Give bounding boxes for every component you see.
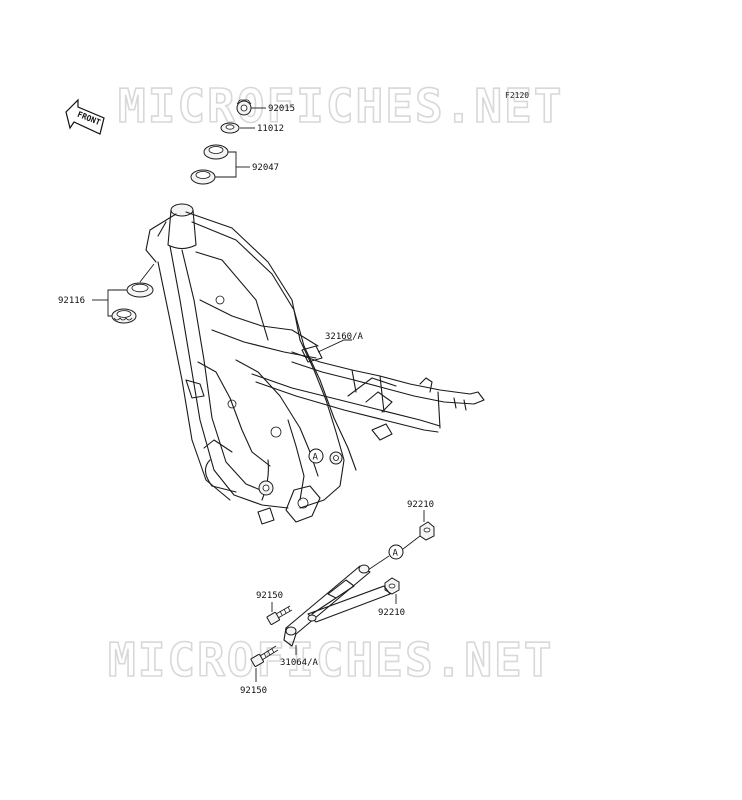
part-label-92116[interactable]: 92116 bbox=[58, 296, 85, 306]
figure-code: F2120 bbox=[505, 91, 529, 100]
bolt-92150-bottom-icon bbox=[250, 645, 279, 667]
frame-32160-icon bbox=[145, 203, 485, 525]
leader-32160 bbox=[317, 339, 352, 353]
watermark-top: MICROFICHES.NET bbox=[118, 79, 563, 133]
ref-line-a bbox=[402, 535, 421, 550]
watermark-bottom: MICROFICHES.NET bbox=[108, 633, 553, 687]
bearing-92116-upper-icon bbox=[126, 282, 154, 298]
washer-11012-icon bbox=[220, 122, 240, 134]
ref-mark-a-frame: A bbox=[313, 453, 319, 463]
nut-92015-icon bbox=[236, 99, 252, 116]
part-label-11012[interactable]: 11012 bbox=[257, 124, 284, 134]
part-label-92210-bottom[interactable]: 92210 bbox=[378, 608, 405, 618]
ref-line-a-lower bbox=[367, 555, 390, 571]
part-label-92150-bottom[interactable]: 92150 bbox=[240, 686, 267, 696]
bolt-92150-top-icon bbox=[266, 605, 293, 625]
leader-92116 bbox=[107, 289, 127, 317]
nut-92210-bottom-icon bbox=[384, 577, 400, 595]
part-label-32160[interactable]: 32160/A bbox=[325, 332, 364, 342]
leader-92116-frame bbox=[139, 263, 155, 283]
seal-92047-upper-icon bbox=[203, 144, 229, 160]
part-label-92210-top[interactable]: 92210 bbox=[407, 500, 434, 510]
front-arrow-icon: FRONT bbox=[65, 98, 105, 135]
part-label-92015[interactable]: 92015 bbox=[268, 104, 295, 114]
nut-92210-top-icon bbox=[419, 521, 435, 541]
leader-92047 bbox=[215, 151, 237, 178]
ref-mark-a-bracket: A bbox=[393, 549, 399, 559]
part-label-31064[interactable]: 31064/A bbox=[280, 658, 319, 668]
ref-mark-a-frame-icon: A bbox=[308, 448, 324, 464]
seal-92047-lower-icon bbox=[190, 169, 216, 185]
part-label-92047[interactable]: 92047 bbox=[252, 163, 279, 173]
bracket-31064-icon bbox=[283, 564, 391, 647]
ref-mark-a-bracket-icon: A bbox=[388, 544, 404, 560]
bearing-92116-lower-icon bbox=[111, 308, 137, 324]
part-label-92150-top[interactable]: 92150 bbox=[256, 591, 283, 601]
